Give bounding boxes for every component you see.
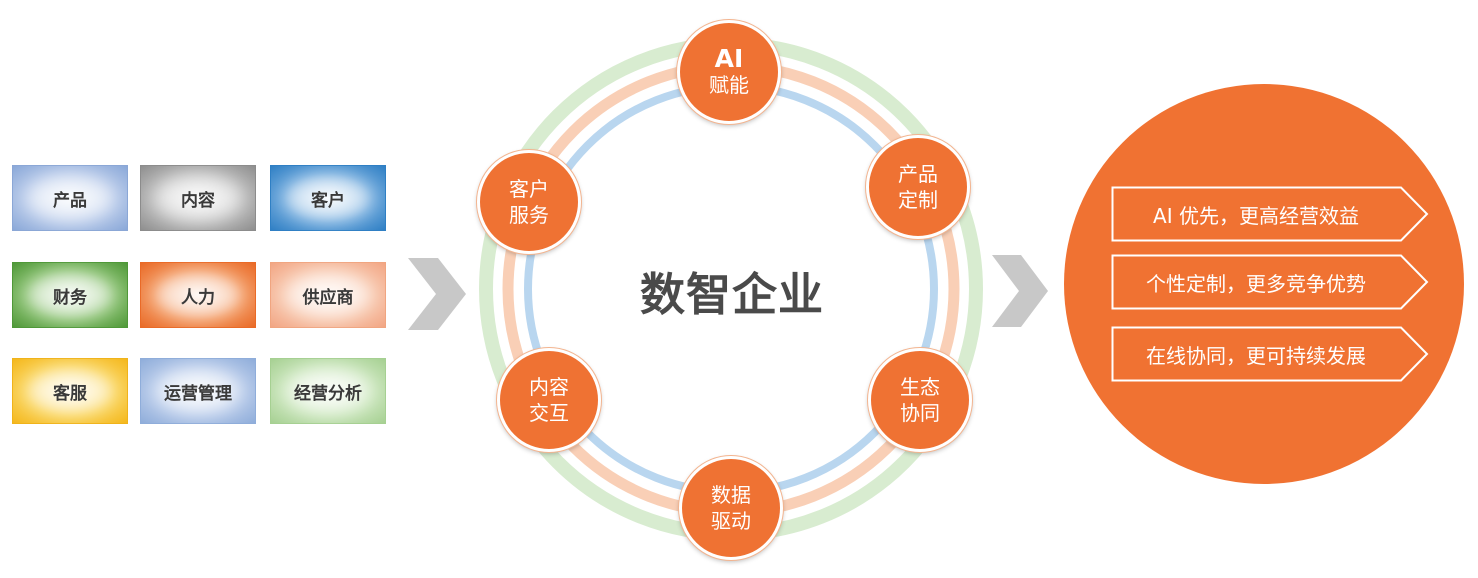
benefit-banner: AI 优先，更高经营效益 <box>1111 186 1431 242</box>
module-box-operations: 运营管理 <box>140 358 256 424</box>
module-box-customer: 客户 <box>270 165 386 231</box>
module-label: 内容 <box>181 190 215 211</box>
module-box-finance: 财务 <box>12 262 128 328</box>
node-line2: 赋能 <box>709 73 749 97</box>
node-ecosystem-collaboration: 生态 协同 <box>868 348 972 452</box>
arrow-banner-shape <box>1111 254 1429 310</box>
node-content-interaction: 内容 交互 <box>497 348 601 452</box>
node-line1: 客户 <box>509 177 549 201</box>
arrow-banner-shape <box>1111 186 1429 242</box>
benefit-banner: 在线协同，更可持续发展 <box>1111 326 1431 382</box>
benefit-banner: 个性定制，更多竞争优势 <box>1111 254 1431 310</box>
node-line1: 内容 <box>529 375 569 399</box>
node-line1: 数据 <box>711 483 751 507</box>
node-line2: 驱动 <box>711 509 751 533</box>
arrow-banner-shape <box>1111 326 1429 382</box>
module-label: 客服 <box>53 383 87 404</box>
module-box-service: 客服 <box>12 358 128 424</box>
module-box-hr: 人力 <box>140 262 256 328</box>
node-product-customization: 产品 定制 <box>866 135 970 239</box>
node-line1: 产品 <box>898 162 938 186</box>
module-label: 财务 <box>53 287 87 308</box>
module-box-content: 内容 <box>140 165 256 231</box>
node-line2: 协同 <box>900 401 940 425</box>
module-label: 人力 <box>181 287 215 308</box>
module-label: 产品 <box>53 190 87 211</box>
module-label: 供应商 <box>302 287 354 308</box>
node-line1: 生态 <box>900 375 940 399</box>
module-box-product: 产品 <box>12 165 128 231</box>
benefit-label: 在线协同，更可持续发展 <box>1146 343 1366 368</box>
node-line1: AI <box>714 44 744 73</box>
module-label: 经营分析 <box>294 383 362 404</box>
module-box-supplier: 供应商 <box>270 262 386 328</box>
center-title: 数智企业 <box>639 268 824 321</box>
benefit-label: AI 优先，更高经营效益 <box>1153 203 1359 228</box>
node-ai-enablement: AI 赋能 <box>677 20 781 124</box>
chevron-right-icon <box>408 258 466 330</box>
module-label: 运营管理 <box>164 383 232 404</box>
node-line2: 定制 <box>898 188 938 212</box>
node-customer-service: 客户 服务 <box>477 150 581 254</box>
node-line2: 服务 <box>509 203 549 227</box>
benefit-label: 个性定制，更多竞争优势 <box>1146 271 1366 296</box>
node-data-driven: 数据 驱动 <box>679 456 783 560</box>
node-line2: 交互 <box>529 401 569 425</box>
module-box-analysis: 经营分析 <box>270 358 386 424</box>
chevron-right-icon <box>992 255 1048 327</box>
module-label: 客户 <box>311 190 345 211</box>
